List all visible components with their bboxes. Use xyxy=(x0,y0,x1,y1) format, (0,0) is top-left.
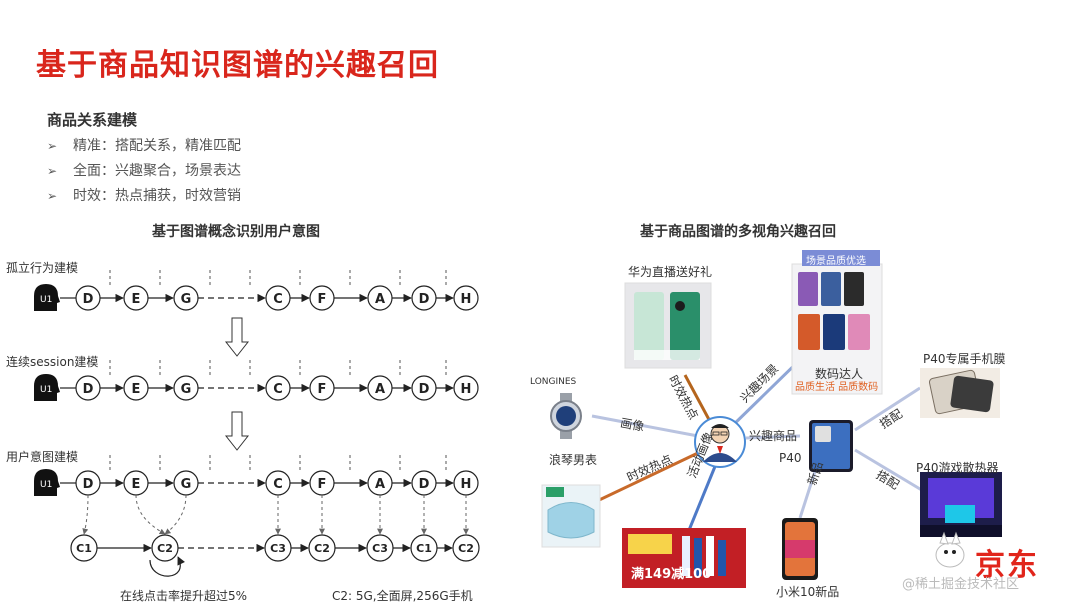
concept-node-label: C2 xyxy=(458,542,474,555)
down-arrow-icon xyxy=(226,412,248,450)
center-interest-label: 兴趣商品 xyxy=(749,427,797,444)
behavior-node-label: C xyxy=(273,382,283,397)
p40-label: P40 xyxy=(779,451,802,465)
behavior-node-label: F xyxy=(318,477,327,492)
concept-link xyxy=(165,495,186,534)
behavior-node-label: A xyxy=(375,382,385,397)
behavior-node-label: D xyxy=(419,477,430,492)
user-head-icon: U1 xyxy=(34,284,60,311)
c2-concept-note: C2: 5G,全面屏,256G手机 xyxy=(332,587,473,604)
behavior-node-label: D xyxy=(419,382,430,397)
concept-node-label: C3 xyxy=(372,542,388,555)
behavior-node-label: F xyxy=(318,292,327,307)
behavior-node-label: D xyxy=(83,292,94,307)
mi10-phone-image xyxy=(782,518,818,580)
behavior-node-label: E xyxy=(132,292,141,307)
right-diagram-title: 基于商品图谱的多视角兴趣召回 xyxy=(640,221,836,241)
concept-node-label: C2 xyxy=(314,542,330,555)
behavior-node-label: C xyxy=(273,477,283,492)
user-head-icon: U1 xyxy=(34,374,60,401)
svg-text:U1: U1 xyxy=(40,480,52,490)
longines-watch-image xyxy=(551,393,581,439)
user-head-icon: U1 xyxy=(34,469,60,496)
behavior-node-label: D xyxy=(83,477,94,492)
mi10-label: 小米10新品 xyxy=(776,583,839,600)
watermark: @稀土掘金技术社区 xyxy=(902,573,1019,592)
behavior-node-label: G xyxy=(181,382,192,397)
jd-mascot-icon xyxy=(936,533,964,567)
behavior-node-label: H xyxy=(461,382,472,397)
behavior-node-label: E xyxy=(132,382,141,397)
behavior-node-label: G xyxy=(181,292,192,307)
huawei-live-label: 华为直播送好礼 xyxy=(628,263,712,280)
phone-film-image xyxy=(920,368,1000,418)
gaming-cooler-image xyxy=(920,472,1002,537)
ctr-improvement-note: 在线点击率提升超过5% xyxy=(120,587,247,604)
quality-life-caption: 品质生活 品质数码 xyxy=(795,378,878,393)
svg-text:U1: U1 xyxy=(40,385,52,395)
concept-node-label: C1 xyxy=(416,542,432,555)
concept-node-label: C3 xyxy=(270,542,286,555)
longines-brand-text: LONGINES xyxy=(530,377,576,387)
p40-film-label: P40专属手机膜 xyxy=(923,350,1006,367)
behavior-node-label: H xyxy=(461,477,472,492)
scene-quality-badge: 场景品质优选 xyxy=(806,252,866,267)
svg-text:U1: U1 xyxy=(40,295,52,305)
behavior-node-label: H xyxy=(461,292,472,307)
longines-watch-label: 浪琴男表 xyxy=(549,451,597,468)
behavior-node-label: G xyxy=(181,477,192,492)
concept-link xyxy=(136,495,165,534)
behavior-node-label: A xyxy=(375,292,385,307)
behavior-node-label: D xyxy=(83,382,94,397)
huawei-live-gift-image xyxy=(625,283,711,368)
down-arrow-icon xyxy=(226,318,248,356)
promo-text: 满149减100 xyxy=(631,563,711,582)
p40-cooler-label: P40游戏散热器 xyxy=(916,459,999,476)
concept-node-label: C2 xyxy=(157,542,173,555)
concept-node-label: C1 xyxy=(76,542,92,555)
behavior-node-label: A xyxy=(375,477,385,492)
concept-link xyxy=(84,495,88,534)
behavior-node-label: D xyxy=(419,292,430,307)
behavior-node-label: E xyxy=(132,477,141,492)
face-mask-image xyxy=(542,485,600,547)
behavior-node-label: F xyxy=(318,382,327,397)
behavior-node-label: C xyxy=(273,292,283,307)
